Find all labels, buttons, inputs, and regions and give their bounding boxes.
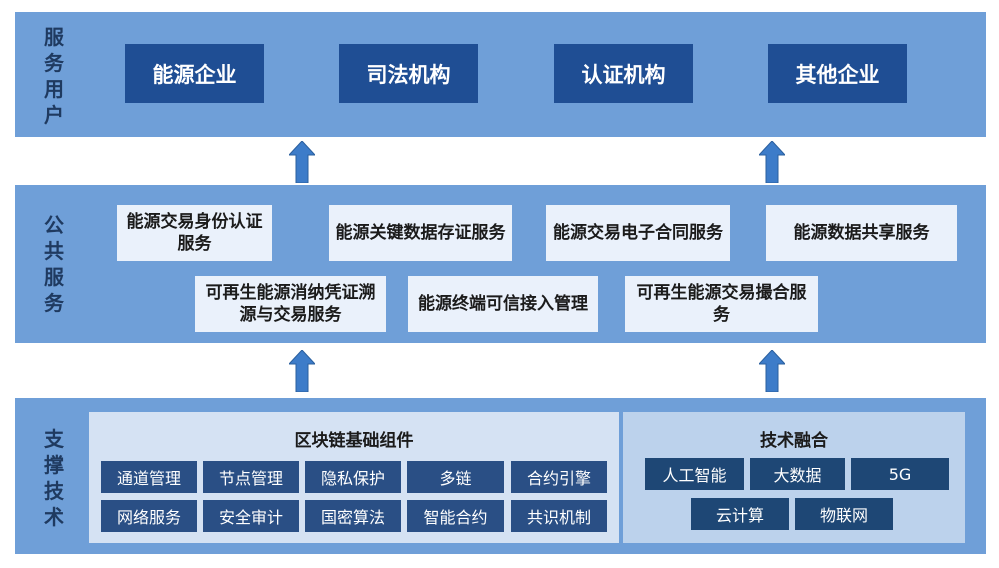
service-renewable-traceability: 可再生能源消纳凭证溯源与交易服务 xyxy=(195,276,386,332)
user-judicial-institution: 司法机构 xyxy=(339,44,478,103)
blockchain-panel-title: 区块链基础组件 xyxy=(294,431,414,451)
user-certification-institution: 认证机构 xyxy=(554,44,693,103)
chip-channel-management: 通道管理 xyxy=(101,461,197,493)
up-arrow-icon xyxy=(759,350,785,392)
service-users-title: 服务用户 xyxy=(44,25,64,127)
chip-artificial-intelligence: 人工智能 xyxy=(645,458,744,490)
chip-node-management: 节点管理 xyxy=(203,461,299,493)
service-users-layer: 服务用户 能源企业 司法机构 认证机构 其他企业 xyxy=(15,12,986,137)
tech-fusion-panel-title: 技术融合 xyxy=(760,431,828,451)
chip-big-data: 大数据 xyxy=(750,458,845,490)
public-services-title: 公共服务 xyxy=(44,213,64,315)
chip-security-audit: 安全审计 xyxy=(203,500,299,532)
chip-privacy-protection: 隐私保护 xyxy=(305,461,401,493)
user-energy-enterprise: 能源企业 xyxy=(125,44,264,103)
service-data-sharing: 能源数据共享服务 xyxy=(766,205,957,261)
service-terminal-access: 能源终端可信接入管理 xyxy=(408,276,598,332)
service-data-evidence: 能源关键数据存证服务 xyxy=(329,205,512,261)
chip-network-service: 网络服务 xyxy=(101,500,197,532)
chip-contract-engine: 合约引擎 xyxy=(511,461,607,493)
chip-national-crypto: 国密算法 xyxy=(305,500,401,532)
chip-iot: 物联网 xyxy=(795,498,893,530)
support-tech-title: 支撑技术 xyxy=(44,427,64,529)
user-other-enterprise: 其他企业 xyxy=(768,44,907,103)
support-tech-layer: 支撑技术 区块链基础组件 通道管理 节点管理 隐私保护 多链 合约引擎 网络服务… xyxy=(15,398,986,554)
chip-smart-contract: 智能合约 xyxy=(407,500,504,532)
service-e-contract: 能源交易电子合同服务 xyxy=(546,205,730,261)
public-services-layer: 公共服务 能源交易身份认证服务 能源关键数据存证服务 能源交易电子合同服务 能源… xyxy=(15,185,986,343)
up-arrow-icon xyxy=(289,141,315,183)
blockchain-panel: 区块链基础组件 通道管理 节点管理 隐私保护 多链 合约引擎 网络服务 安全审计… xyxy=(89,412,619,543)
up-arrow-icon xyxy=(289,350,315,392)
tech-fusion-panel: 技术融合 人工智能 大数据 5G 云计算 物联网 xyxy=(623,412,965,543)
chip-cloud-computing: 云计算 xyxy=(691,498,789,530)
service-renewable-matching: 可再生能源交易撮合服务 xyxy=(625,276,818,332)
chip-consensus: 共识机制 xyxy=(511,500,607,532)
chip-5g: 5G xyxy=(851,458,949,490)
chip-multi-chain: 多链 xyxy=(407,461,504,493)
up-arrow-icon xyxy=(759,141,785,183)
service-identity-auth: 能源交易身份认证服务 xyxy=(117,205,272,261)
